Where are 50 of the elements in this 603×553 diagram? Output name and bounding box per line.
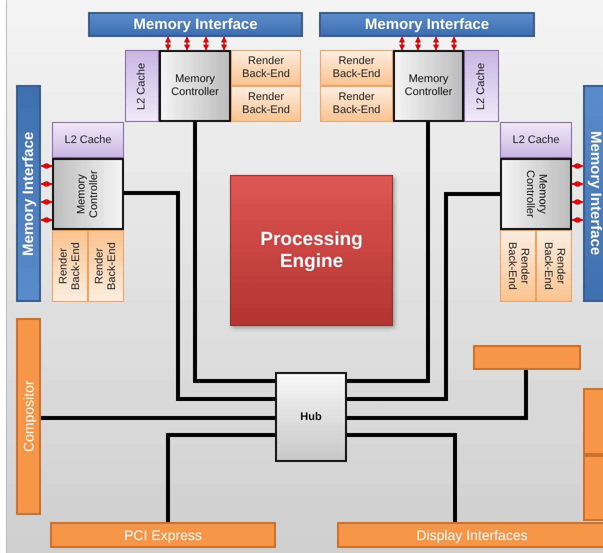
connector-line xyxy=(347,122,430,383)
back-end-block: Render Back-End xyxy=(231,50,301,86)
interface-bar: Memory Interface xyxy=(16,85,41,302)
compositor-bar: Compositor xyxy=(16,318,41,515)
back-end-block: Render Back-End xyxy=(320,50,393,86)
connector-line xyxy=(166,433,275,522)
interface-bar: PCI Express xyxy=(50,522,276,548)
back-end-block: Render Back-End xyxy=(320,86,393,122)
interface-bar: Memory Interface xyxy=(319,12,535,37)
cache-block: L2 Cache xyxy=(125,50,159,122)
engine-block: Processing Engine xyxy=(230,175,393,326)
connector-line xyxy=(193,122,275,383)
interface-bar: Display Interfaces xyxy=(337,522,603,548)
double-arrow xyxy=(184,36,190,51)
double-arrow xyxy=(571,163,584,169)
cache-block: L2 Cache xyxy=(52,122,124,158)
double-arrow xyxy=(40,163,53,169)
back-end-block: Render Back-End xyxy=(536,230,572,302)
double-arrow xyxy=(571,199,584,205)
cache-block: L2 Cache xyxy=(464,50,499,122)
double-arrow xyxy=(40,199,53,205)
connector-line xyxy=(347,433,457,522)
double-arrow xyxy=(571,217,584,223)
double-arrow xyxy=(571,181,584,187)
connector-line xyxy=(347,370,528,420)
interface-bar: Memory Interface xyxy=(88,12,303,37)
connector-line xyxy=(347,192,500,401)
double-arrow xyxy=(221,36,227,51)
connector-line xyxy=(41,416,275,420)
double-arrow xyxy=(433,36,439,51)
controller-block: Memory Controller xyxy=(393,50,464,122)
interface-bar: Memory Interface xyxy=(583,85,603,302)
double-arrow xyxy=(165,36,171,51)
double-arrow xyxy=(415,36,421,51)
double-arrow xyxy=(399,36,405,51)
cache-block: L2 Cache xyxy=(500,122,572,158)
back-end-block: Render Back-End xyxy=(500,230,536,302)
back-end-block: Render Back-End xyxy=(52,230,88,302)
double-arrow xyxy=(40,217,53,223)
connector-line xyxy=(124,191,275,401)
double-arrow xyxy=(203,36,209,51)
back-end-block: Render Back-End xyxy=(231,86,301,122)
controller-block: Memory Controller xyxy=(500,158,572,230)
empty-block xyxy=(473,345,581,370)
controller-block: Memory Controller xyxy=(52,158,124,230)
back-end-block: Render Back-End xyxy=(88,230,124,302)
double-arrow xyxy=(451,36,457,51)
controller-block: Memory Controller xyxy=(159,50,231,122)
hub-block: Hub xyxy=(275,372,347,462)
double-arrow xyxy=(40,181,53,187)
